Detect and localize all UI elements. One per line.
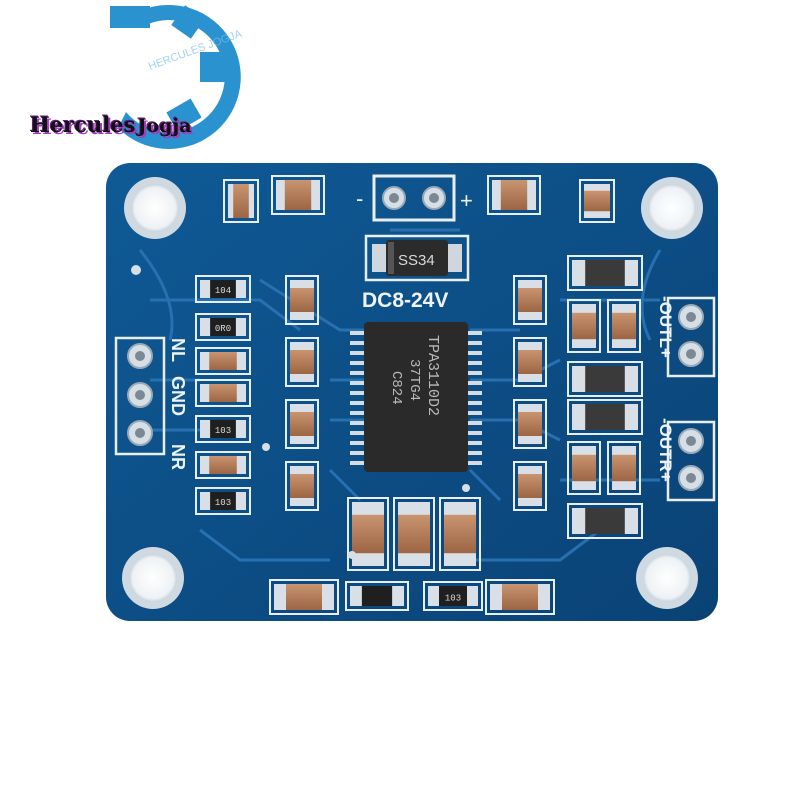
smd-capacitor (285, 337, 319, 387)
smd-resistor: 104 (195, 275, 251, 303)
smd-capacitor (195, 379, 251, 407)
smd-capacitor (567, 441, 601, 495)
smd-capacitor (567, 361, 643, 397)
ic-label-line3: C824 (388, 371, 404, 405)
smd-capacitor (285, 275, 319, 325)
smd-resistor: 103 (195, 415, 251, 443)
diode-label: SS34 (398, 252, 435, 269)
output-header-left: -OUTL+ (656, 296, 716, 378)
via (262, 443, 270, 451)
smd-capacitor (485, 579, 555, 615)
smd-resistor: 103 (195, 487, 251, 515)
smd-capacitor (195, 451, 251, 479)
brand-name: Hercules (30, 112, 136, 137)
smd-resistor: 0R0 (195, 313, 251, 341)
ic-tpa3110d2: TPA3110D2 37TG4 C824 (350, 322, 482, 472)
output-left-label: -OUTL+ (656, 296, 675, 358)
smd-capacitor (347, 497, 389, 571)
smd-capacitor (513, 461, 547, 511)
ic-label-line1: TPA3110D2 (424, 335, 441, 416)
smd-capacitor (487, 175, 541, 215)
power-plus-label: + (460, 188, 473, 213)
power-minus-label: - (356, 186, 363, 211)
smd-capacitor (513, 337, 547, 387)
brand-suffix: Jogja (137, 115, 192, 137)
power-header: - + (356, 174, 473, 222)
ic-label-line2: 37TG4 (406, 359, 422, 401)
smd-components: 104 0R0 103 103 103 (195, 175, 643, 615)
smd-capacitor (567, 255, 643, 291)
smd-capacitor (269, 579, 339, 615)
smd-capacitor (567, 503, 643, 539)
smd-capacitor (567, 299, 601, 353)
smd-capacitor (393, 497, 435, 571)
via (348, 551, 356, 559)
mounting-holes (122, 177, 703, 609)
smd-capacitor (579, 179, 615, 223)
smd-capacitor (513, 399, 547, 449)
smd-capacitor (223, 179, 259, 223)
resistor-code: 103 (445, 593, 461, 603)
power-voltage-label: DC8-24V (362, 289, 448, 312)
smd-capacitor (607, 441, 641, 495)
diode-ss34: SS34 (364, 234, 470, 282)
resistor-code: 0R0 (215, 324, 231, 334)
smd-capacitor (567, 399, 643, 435)
smd-capacitor (271, 175, 325, 215)
output-right-label: -OUTR+ (656, 418, 675, 482)
via (462, 484, 470, 492)
smd-resistor: 103 (423, 581, 483, 611)
input-label-nr: NR (168, 444, 188, 470)
output-header-right: -OUTR+ (656, 418, 716, 502)
input-header: NL GND NR (114, 336, 188, 470)
resistor-code: 103 (215, 498, 231, 508)
smd-resistor (345, 581, 409, 611)
smd-capacitor (285, 399, 319, 449)
smd-capacitor (285, 461, 319, 511)
smd-capacitor (439, 497, 481, 571)
via (131, 265, 141, 275)
smd-capacitor (195, 347, 251, 375)
smd-capacitor (513, 275, 547, 325)
input-label-nl: NL (168, 338, 188, 362)
input-label-gnd: GND (168, 376, 188, 416)
resistor-code: 103 (215, 426, 231, 436)
smd-capacitor (607, 299, 641, 353)
resistor-code: 104 (215, 286, 231, 296)
